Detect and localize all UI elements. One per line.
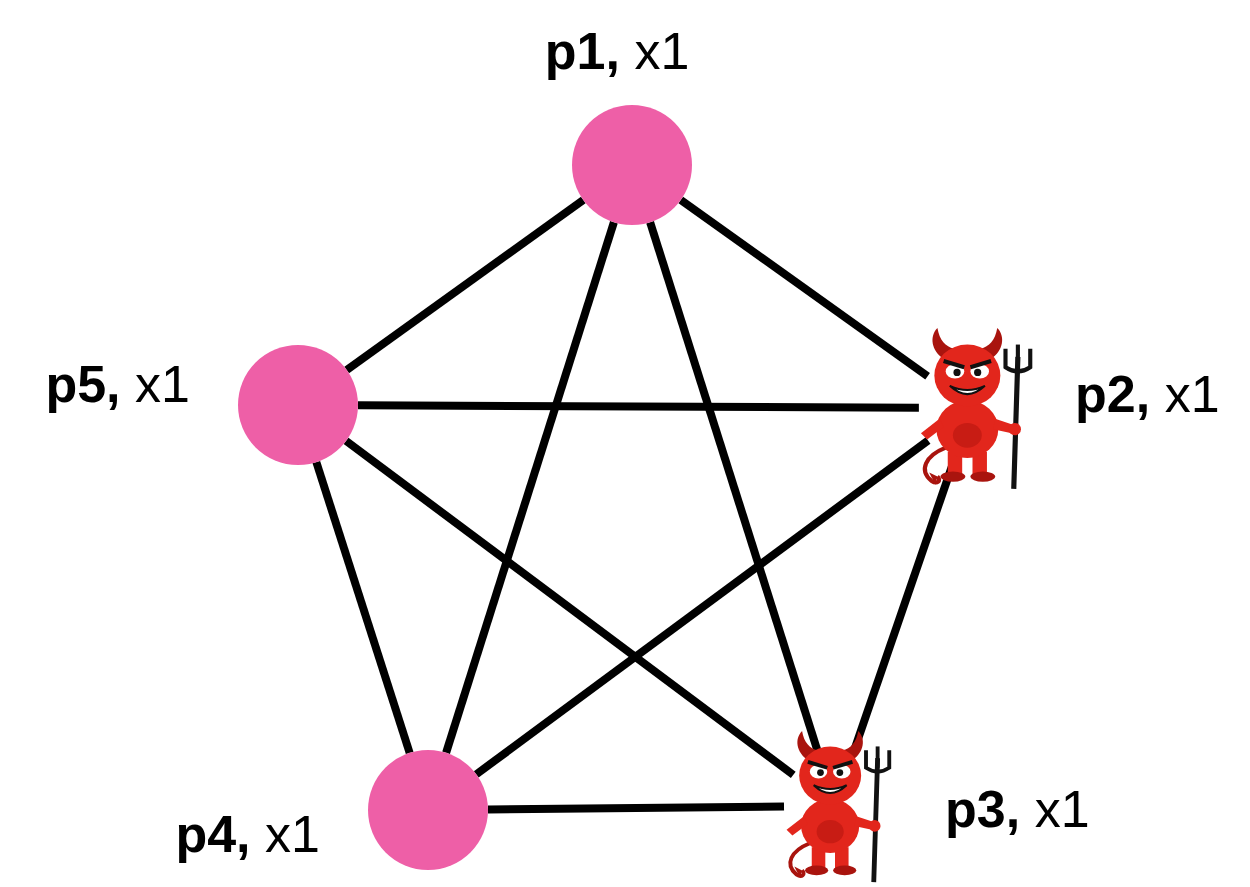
party-name: p4,: [175, 805, 250, 863]
adversary-node: p3,x1: [775, 729, 895, 884]
circle-shape: [368, 750, 488, 870]
input-value: x1: [1035, 780, 1090, 838]
devil-icon: [775, 729, 895, 884]
network-link: [446, 222, 614, 753]
party-name: p2,: [1075, 365, 1150, 423]
node-circle: [368, 750, 488, 870]
node-label: p1,x1: [545, 22, 690, 82]
network-link: [650, 222, 819, 754]
input-value: x1: [135, 355, 190, 413]
process-node: p1,x1: [572, 105, 692, 225]
node-label: p5, x1: [45, 355, 190, 415]
party-name: p3,: [945, 780, 1020, 838]
circle-shape: [238, 345, 358, 465]
process-node: p5,x1: [238, 345, 358, 465]
network-link: [347, 200, 584, 370]
network-link: [681, 200, 928, 376]
node-circle: [238, 345, 358, 465]
process-node: p4,x1: [368, 750, 488, 870]
network-link: [853, 462, 954, 755]
devil-figure: [787, 730, 890, 881]
network-link: [476, 440, 928, 774]
devil-icon: [910, 326, 1035, 491]
network-link: [346, 441, 793, 775]
party-name: p1,: [545, 22, 620, 80]
circle-shape: [572, 105, 692, 225]
devil-figure: [920, 328, 1029, 489]
party-name: p5,: [45, 355, 120, 413]
input-value: x1: [634, 22, 689, 80]
network-link: [488, 807, 784, 810]
input-value: x1: [1165, 365, 1220, 423]
node-label: p2, x1: [1075, 365, 1220, 425]
node-circle: [572, 105, 692, 225]
network-link: [358, 405, 919, 407]
adversary-node: p2,x1: [910, 326, 1035, 491]
input-value: x1: [265, 805, 320, 863]
node-label: p3, x1: [945, 780, 1090, 840]
node-label: p4, x1: [175, 805, 320, 865]
network-link: [316, 462, 409, 753]
